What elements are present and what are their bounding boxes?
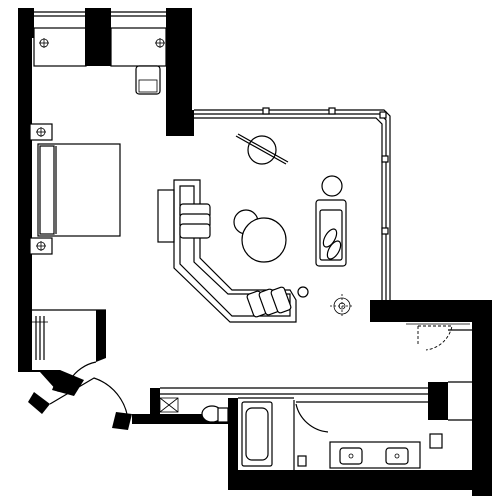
- side-table: [235, 133, 289, 165]
- closet-hanging-rail: [32, 316, 48, 360]
- walls: [18, 8, 492, 496]
- lamp-icon: [330, 294, 354, 318]
- doors: [49, 325, 453, 433]
- round-table: [233, 175, 343, 263]
- door-swing-icon: [418, 325, 453, 351]
- door-swing-icon: [49, 377, 129, 421]
- bathroom: [159, 397, 443, 469]
- door-swing-icon: [69, 361, 97, 381]
- lamp-icon: [155, 38, 165, 48]
- window-desk: [33, 27, 167, 95]
- lamp-icon: [36, 241, 46, 251]
- door-swing-icon: [295, 403, 329, 433]
- lamp-icon: [36, 127, 46, 137]
- bathtub: [241, 401, 273, 467]
- l-shaped-sofa: [157, 179, 309, 323]
- double-bed: [29, 123, 121, 255]
- double-vanity: [329, 441, 421, 469]
- bidet: [297, 455, 307, 467]
- armchair: [315, 199, 347, 267]
- outlet-icon: [262, 107, 389, 235]
- interior-partitions: [32, 309, 472, 470]
- lamp-icon: [39, 38, 49, 48]
